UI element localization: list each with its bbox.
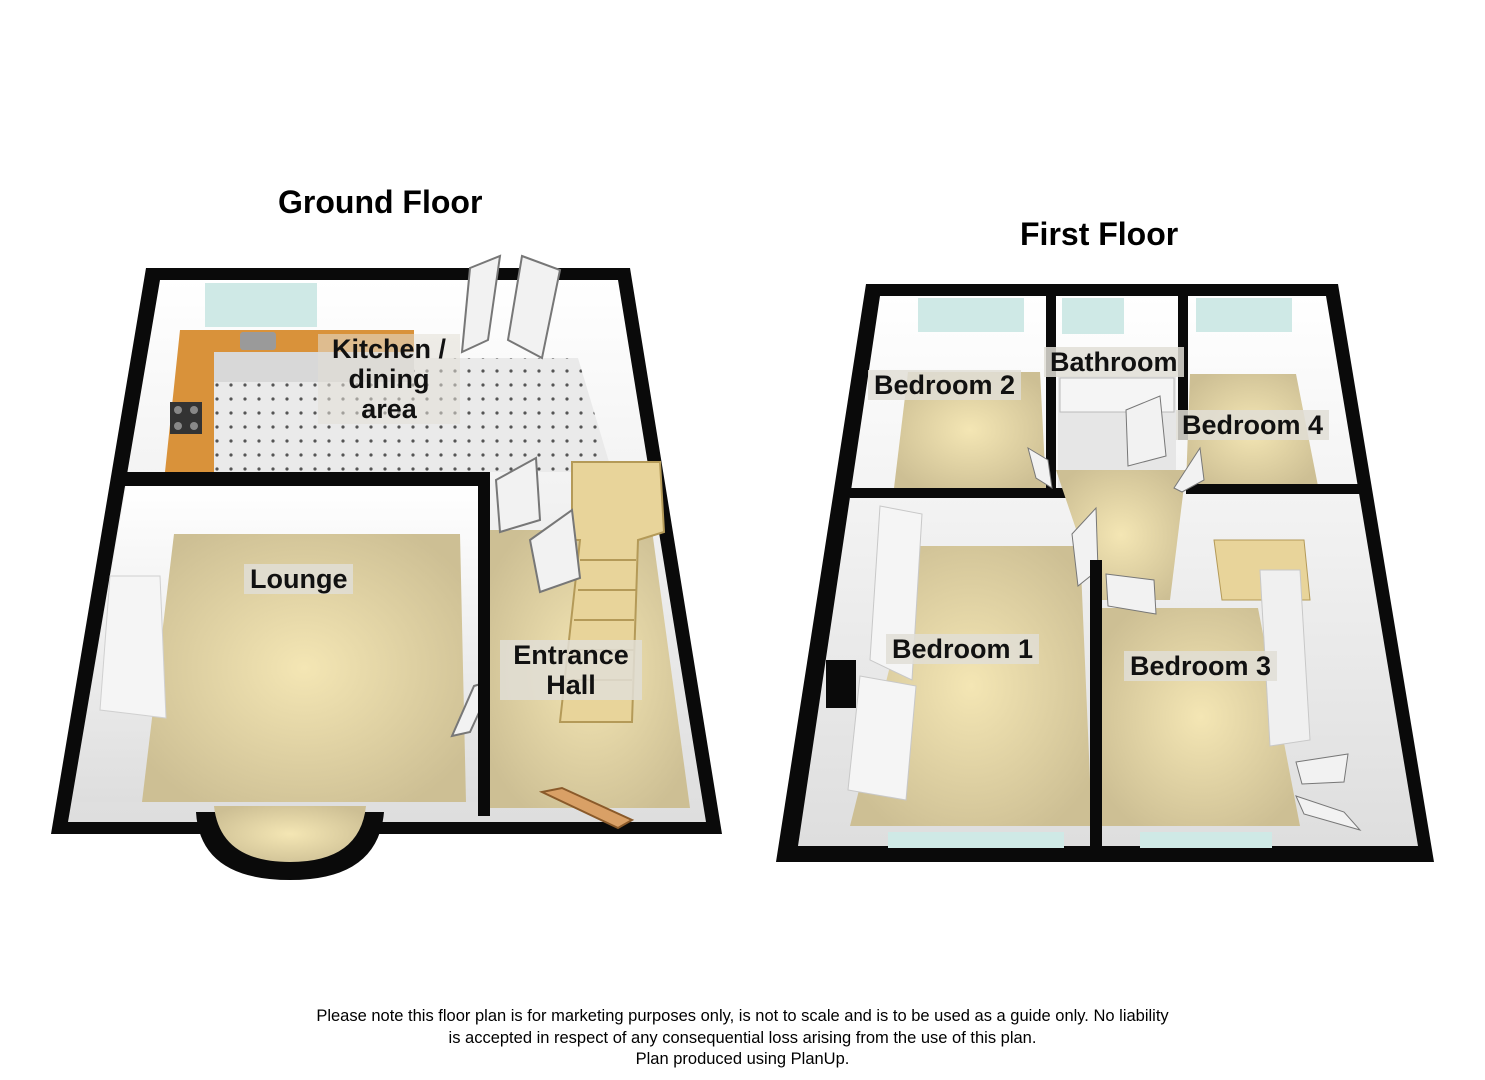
lounge-label: Lounge (244, 564, 354, 594)
french-door-left (460, 254, 502, 354)
first-internal-wall (1046, 290, 1056, 490)
lounge-carpet (142, 534, 466, 802)
disclaimer-line-1: Please note this floor plan is for marke… (316, 1007, 1169, 1025)
lounge-chimney-breast (99, 575, 167, 719)
kitchen-label: Kitchen / dining area (318, 334, 460, 424)
bedroom-3-door (1105, 573, 1157, 615)
cupboard (826, 660, 856, 708)
kitchen-label-line1: Kitchen / (331, 334, 446, 364)
entrance-hall-line1: Entrance (513, 640, 629, 670)
front-door (538, 786, 635, 830)
entrance-hall-line2: Hall (546, 670, 596, 700)
bedroom-4-window (1196, 298, 1292, 332)
ground-internal-wall (122, 472, 490, 486)
bedroom-3-label: Bedroom 3 (1124, 651, 1278, 681)
bathtub (1059, 377, 1175, 413)
kitchen-door (494, 456, 542, 534)
hob-ring (174, 406, 182, 414)
bedroom-2-carpet (894, 372, 1046, 488)
sink (240, 332, 276, 350)
bedroom-3-window (1140, 832, 1272, 848)
hob-ring (174, 422, 182, 430)
understairs-door (528, 508, 582, 594)
bedroom-1-window (888, 832, 1064, 848)
bulkhead (1259, 569, 1311, 747)
first-internal-wall (1186, 484, 1362, 494)
hob-ring (190, 422, 198, 430)
ground-floor-title: Ground Floor (278, 184, 483, 220)
bedroom-2-window (918, 298, 1024, 332)
airing-cupboard-door (1295, 753, 1349, 785)
bedroom-4-door (1173, 446, 1205, 493)
first-internal-wall (1090, 560, 1102, 860)
lounge-bay-floor (214, 806, 366, 862)
kitchen-window (205, 283, 317, 327)
bedroom-2-label: Bedroom 2 (868, 370, 1022, 400)
bathroom-door (1125, 395, 1167, 467)
french-door-right (506, 254, 562, 360)
entrance-hall-label: Entrance Hall (500, 640, 642, 700)
bedroom-4-label: Bedroom 4 (1176, 410, 1330, 440)
disclaimer-line-2: is accepted in respect of any consequent… (448, 1028, 1037, 1047)
hob (170, 402, 202, 434)
hob-ring (190, 406, 198, 414)
wardrobe (847, 675, 917, 801)
kitchen-label-line2: dining (348, 364, 430, 394)
kitchen-label-line3: area (361, 394, 417, 424)
first-internal-wall (850, 488, 1100, 498)
disclaimer: Please note this floor plan is for marke… (0, 1006, 1485, 1071)
airing-cupboard-door (1295, 795, 1362, 831)
bedroom-2-door (1027, 446, 1053, 489)
landing-floor (1056, 470, 1186, 600)
first-floor-title: First Floor (1020, 216, 1179, 252)
ground-internal-wall (478, 486, 490, 816)
bathroom-window (1062, 298, 1124, 334)
disclaimer-line-3: Plan produced using PlanUp. (635, 1050, 850, 1068)
bathroom-label: Bathroom (1044, 347, 1184, 377)
bedroom-1-label: Bedroom 1 (886, 634, 1040, 664)
